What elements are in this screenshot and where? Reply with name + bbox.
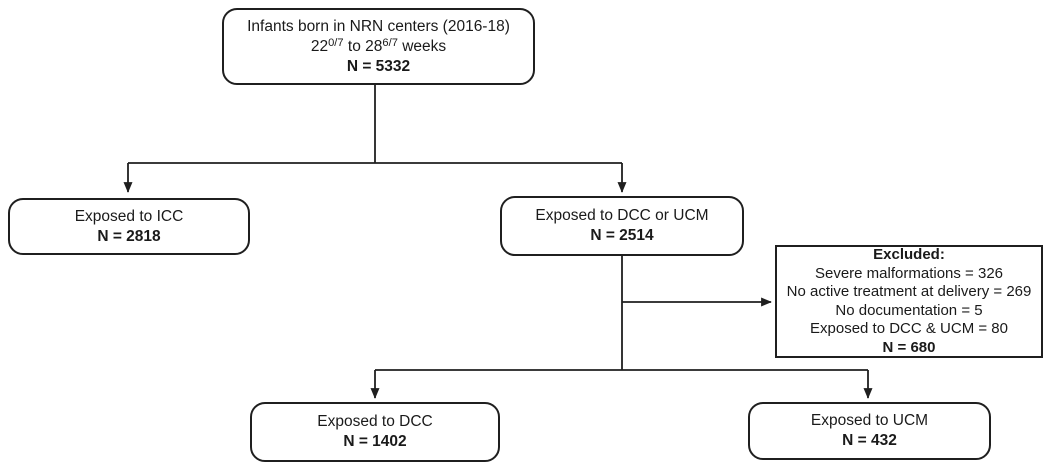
excluded-reason-no-documentation: No documentation = 5 xyxy=(835,301,983,319)
ucm-n-count: N = 432 xyxy=(842,432,897,449)
ga-connector-text: to xyxy=(343,37,366,55)
excluded-title: Excluded: xyxy=(873,246,945,263)
icc-n-count: N = 2818 xyxy=(97,227,161,245)
ga-base-1: 22 xyxy=(310,37,329,55)
excluded-n-count: N = 680 xyxy=(882,338,936,356)
ucm-label: Exposed to UCM xyxy=(810,412,929,429)
dcc-ucm-n-count: N = 2514 xyxy=(590,227,654,244)
node-icc: Exposed to ICC N = 2818 xyxy=(8,198,250,255)
excluded-reason-malformations: Severe malformations = 326 xyxy=(814,264,1003,282)
icc-label: Exposed to ICC xyxy=(74,207,184,225)
node-dcc: Exposed to DCC N = 1402 xyxy=(250,402,500,462)
dcc-n-count: N = 1402 xyxy=(343,433,407,450)
excluded-reason-dcc-and-ucm: Exposed to DCC & UCM = 80 xyxy=(810,320,1008,337)
node-excluded: Excluded: Severe malformations = 326 No … xyxy=(775,245,1043,358)
node-enrollment: Infants born in NRN centers (2016-18) 22… xyxy=(222,8,535,85)
dcc-label: Exposed to DCC xyxy=(317,413,433,430)
enrollment-gestational-age: 220/7 to 286/7 weeks xyxy=(311,37,446,57)
excluded-reason-no-active-treatment: No active treatment at delivery = 269 xyxy=(786,283,1032,300)
node-dcc-ucm: Exposed to DCC or UCM N = 2514 xyxy=(500,196,744,256)
ga-base-2: 28 xyxy=(365,37,383,55)
enrollment-population: Infants born in NRN centers (2016-18) xyxy=(247,17,510,35)
enrollment-n-count: N = 5332 xyxy=(346,57,411,75)
ga-superscript-2: 6/7 xyxy=(382,36,398,49)
ga-weeks-text: weeks xyxy=(397,37,447,55)
node-ucm: Exposed to UCM N = 432 xyxy=(748,402,991,460)
ga-superscript-1: 0/7 xyxy=(328,36,344,49)
dcc-ucm-label: Exposed to DCC or UCM xyxy=(535,207,709,224)
